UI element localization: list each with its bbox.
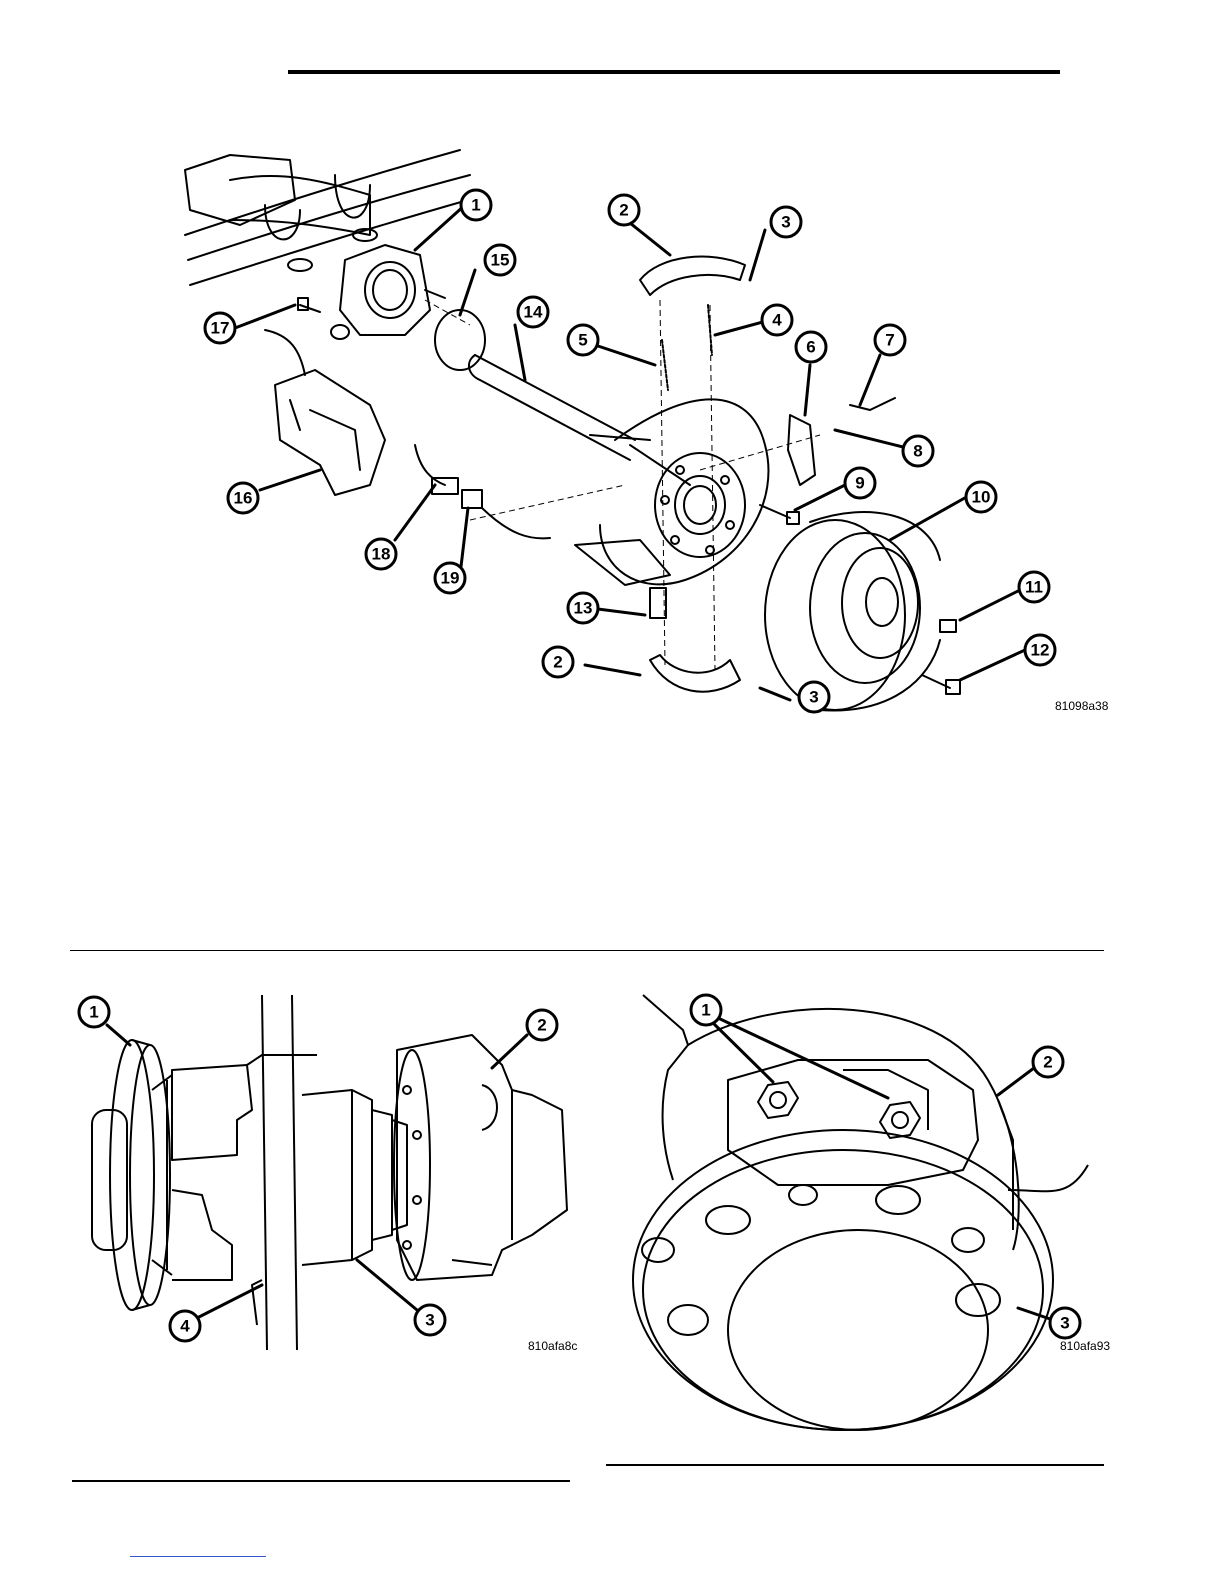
callout-16: 16 — [234, 489, 253, 508]
callout-9: 9 — [855, 474, 864, 493]
callout-7: 7 — [885, 331, 894, 350]
figure-code: 810afa93 — [1060, 1339, 1110, 1353]
callout-10: 10 — [972, 488, 991, 507]
footer-rule-left — [72, 1480, 570, 1482]
callout-19: 19 — [441, 569, 460, 588]
callout-2: 2 — [537, 1016, 546, 1035]
callout-15: 15 — [491, 251, 510, 270]
footer-link-underline — [130, 1556, 266, 1557]
callout-2: 2 — [619, 201, 628, 220]
callout-3-lower: 3 — [809, 688, 818, 707]
figure-code: 81098a38 — [1055, 699, 1109, 713]
callout-4: 4 — [772, 311, 782, 330]
callout-18: 18 — [372, 545, 391, 564]
callout-13: 13 — [574, 599, 593, 618]
callout-1: 1 — [471, 196, 480, 215]
callout-2: 2 — [1043, 1053, 1052, 1072]
callout-12: 12 — [1031, 641, 1050, 660]
section-divider — [70, 950, 1104, 951]
callout-14: 14 — [524, 303, 543, 322]
exploded-axle-brake-diagram: 1 2 3 4 5 6 7 8 9 10 11 12 13 14 15 16 1… — [170, 140, 1130, 720]
callout-8: 8 — [913, 442, 922, 461]
callout-1: 1 — [701, 1001, 710, 1020]
callout-4: 4 — [180, 1317, 190, 1336]
callout-2-lower: 2 — [553, 653, 562, 672]
callout-5: 5 — [578, 331, 587, 350]
footer-rule-right — [606, 1464, 1104, 1466]
callout-3: 3 — [1060, 1314, 1069, 1333]
callout-17: 17 — [211, 319, 230, 338]
figure-code: 810afa8c — [528, 1339, 577, 1353]
callout-3: 3 — [781, 213, 790, 232]
callout-11: 11 — [1025, 578, 1043, 597]
hub-mounting-bolts-diagram: 1 2 3 810afa93 — [628, 990, 1118, 1360]
callout-1: 1 — [89, 1003, 98, 1022]
header-rule — [288, 70, 1060, 74]
hub-bearing-side-view-diagram: 1 2 3 4 810afa8c — [72, 990, 592, 1360]
callout-6: 6 — [806, 338, 815, 357]
callout-3: 3 — [425, 1311, 434, 1330]
